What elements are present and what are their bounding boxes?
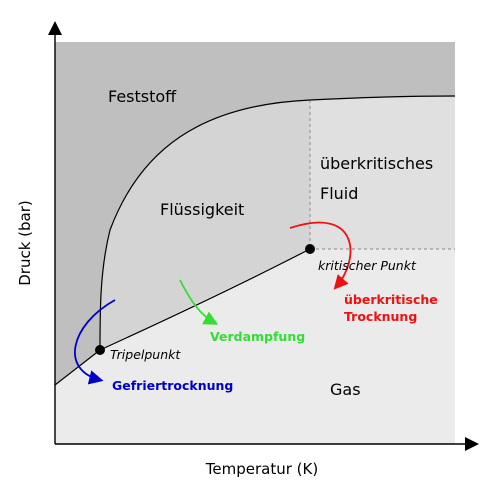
supercritical-drying-label-line2: Trocknung: [344, 309, 417, 324]
liquid-region: [100, 100, 310, 350]
gas-label: Gas: [330, 380, 361, 399]
supercritical-drying-label-line1: überkritische: [344, 292, 438, 307]
solid-label: Feststoff: [108, 87, 177, 106]
triple-point-marker: [95, 345, 105, 355]
supercritical-label-line2: Fluid: [320, 184, 358, 203]
freeze-drying-label: Gefriertrocknung: [112, 378, 233, 393]
freeze-drying-arrow: [74, 299, 116, 385]
supercritical-region: [310, 96, 455, 249]
triple-point-label: Tripelpunkt: [110, 347, 181, 362]
supercritical-label-line1: überkritisches: [320, 154, 433, 173]
y-axis-title: Druck (bar): [16, 200, 34, 286]
supercritical-drying-arrow: [289, 221, 352, 290]
liquid-label: Flüssigkeit: [160, 200, 244, 219]
critical-point-label: kritischer Punkt: [318, 258, 417, 273]
evaporation-label: Verdampfung: [210, 329, 305, 344]
x-axis-title: Temperatur (K): [205, 460, 318, 478]
critical-point-marker: [305, 244, 315, 254]
solid-region: [55, 42, 455, 385]
melting-curve: [99, 95, 456, 351]
vaporization-curve: [99, 248, 311, 351]
evaporation-arrow: [179, 279, 219, 325]
sublimation-curve: [54, 349, 101, 386]
